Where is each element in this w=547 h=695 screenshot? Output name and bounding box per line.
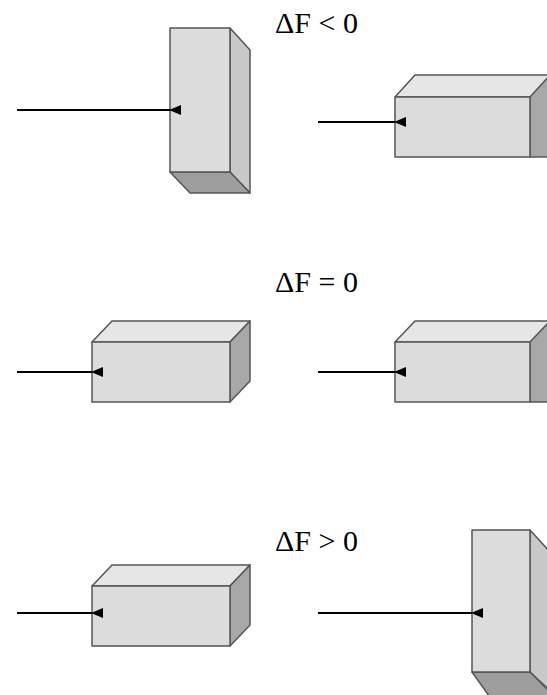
force-arrow <box>318 121 395 123</box>
block <box>395 75 547 157</box>
block <box>395 321 547 402</box>
block <box>92 321 250 402</box>
force-arrow <box>318 371 395 373</box>
force-arrow <box>17 612 92 614</box>
energy-label: ΔF < 0 <box>275 6 358 40</box>
force-arrow <box>17 109 170 111</box>
block <box>472 530 547 695</box>
energy-label: ΔF = 0 <box>275 265 358 299</box>
force-arrow <box>318 612 472 614</box>
force-arrow <box>17 371 92 373</box>
block <box>170 28 250 193</box>
energy-label: ΔF > 0 <box>275 524 358 558</box>
block <box>92 565 250 646</box>
